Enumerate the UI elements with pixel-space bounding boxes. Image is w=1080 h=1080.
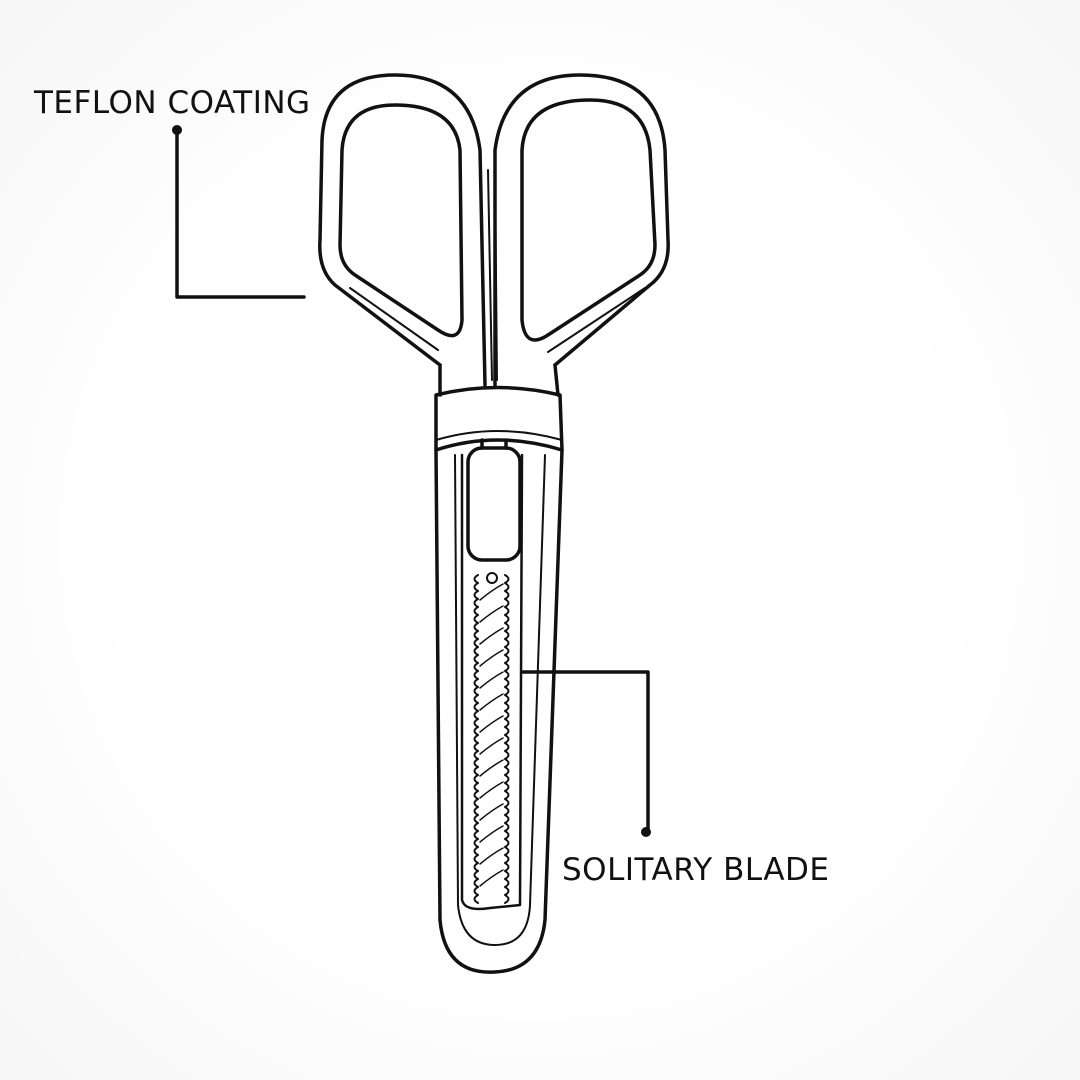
- callout-solitary-blade: SOLITARY BLADE: [562, 852, 830, 888]
- callout-teflon-coating: TEFLON COATING: [34, 85, 311, 121]
- callout-blade-line: [520, 670, 651, 837]
- blade-hatch: [479, 759, 504, 777]
- sheath: [434, 438, 564, 974]
- blade-hatch: [479, 693, 504, 711]
- callout-teflon-line: [172, 125, 306, 299]
- blade-hatch: [479, 605, 504, 623]
- blade-hatch: [479, 649, 504, 667]
- blade-edge: [473, 574, 479, 904]
- blade-hatch: [479, 803, 504, 821]
- blade-hatch: [479, 869, 504, 887]
- left-handle: [318, 73, 487, 387]
- serrated-blade: [473, 572, 510, 904]
- pivot-seam: [487, 169, 498, 381]
- blade-hatch: [479, 627, 504, 645]
- blade-hatch: [479, 781, 504, 799]
- blade-hatch: [479, 825, 504, 843]
- collar: [434, 363, 564, 452]
- blade-hatch: [479, 847, 504, 865]
- blade-hatch: [479, 671, 504, 689]
- blade-rivet: [486, 572, 498, 584]
- blade-edge: [504, 574, 510, 904]
- blade-hatch: [479, 737, 504, 755]
- blade-hatch: [479, 715, 504, 733]
- blade-hatch: [479, 583, 504, 601]
- right-handle: [493, 73, 670, 387]
